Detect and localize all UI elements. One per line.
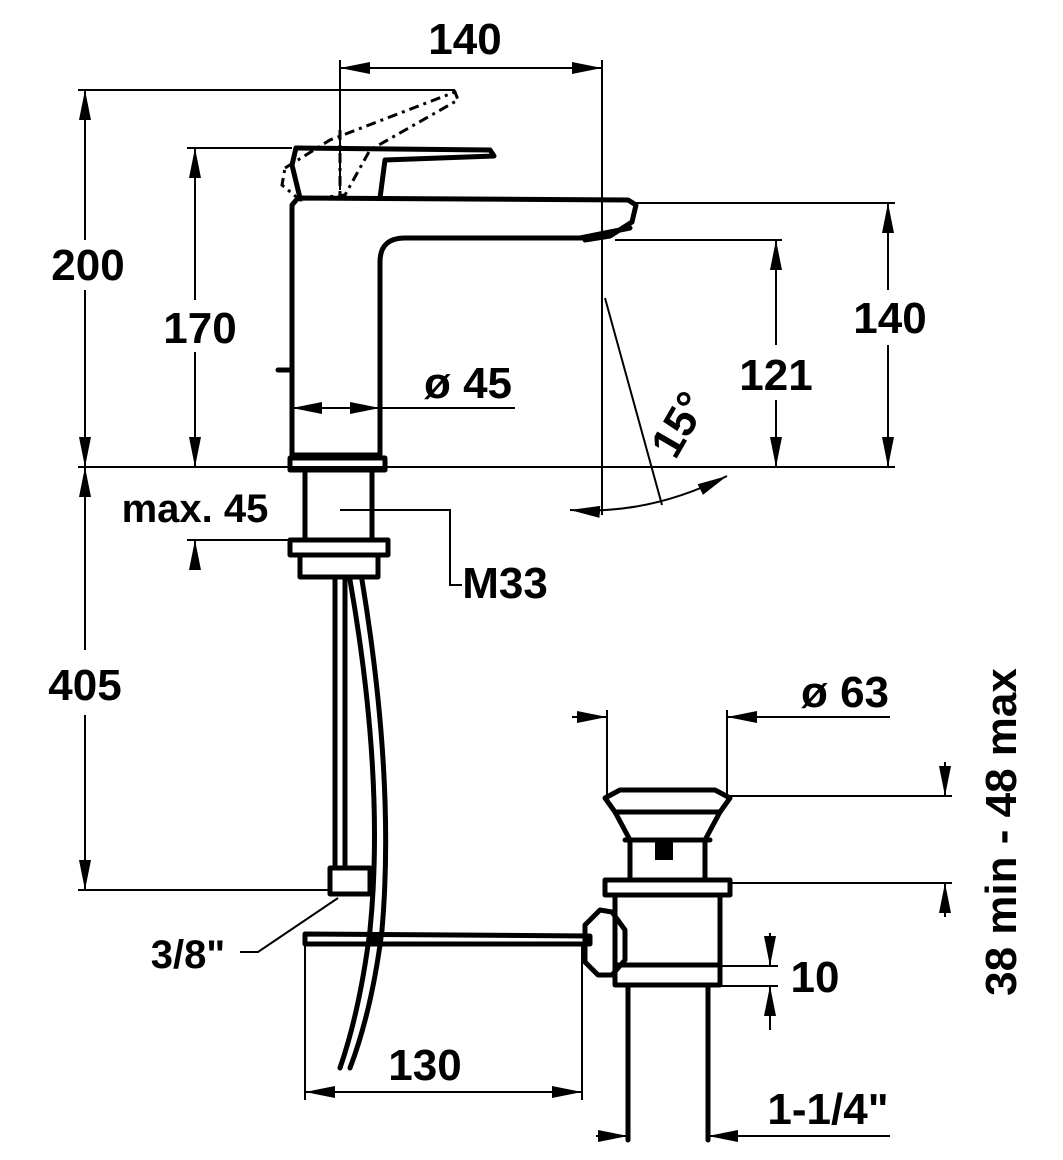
hoses xyxy=(327,577,389,1071)
dim-thread: M33 xyxy=(462,559,548,608)
dim-spout-reach: 140 xyxy=(428,15,501,64)
dim-total-height: 200 xyxy=(51,241,124,290)
dim-swivel-angle: 15° xyxy=(642,384,718,466)
lever xyxy=(280,90,497,202)
dim-connection: 3/8" xyxy=(151,933,226,977)
dim-body-diameter: ø 45 xyxy=(424,359,512,408)
dimension-lines xyxy=(78,60,952,1142)
dim-rod-length: 130 xyxy=(388,1041,461,1090)
dim-max-deck: max. 45 xyxy=(122,487,269,531)
faucet-body xyxy=(275,195,639,458)
dim-lever-height: 170 xyxy=(163,304,236,353)
dim-waste-diameter: ø 63 xyxy=(801,668,889,717)
shank xyxy=(287,455,391,580)
waste-fitting xyxy=(602,787,733,1143)
dim-hose-length: 405 xyxy=(48,661,121,710)
dim-spout-height: 140 xyxy=(853,294,926,343)
popup-rod xyxy=(302,907,628,978)
dim-waste-thread: 1-1/4" xyxy=(767,1085,888,1134)
dim-outlet-height: 121 xyxy=(739,351,812,400)
dim-waste-range: 38 min - 48 max xyxy=(977,668,1026,996)
dim-waste-offset: 10 xyxy=(791,953,840,1002)
